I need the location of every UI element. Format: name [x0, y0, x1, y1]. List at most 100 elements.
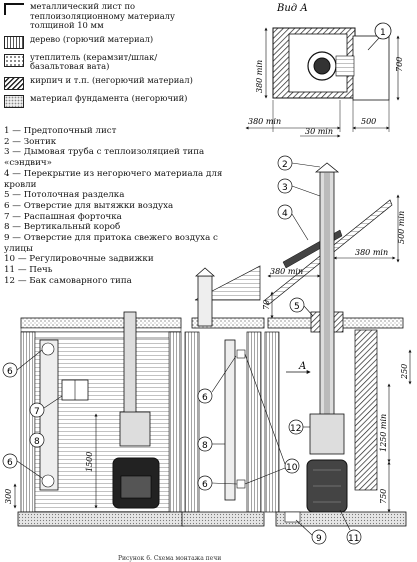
- callout-4: [277, 204, 293, 220]
- insulation-swatch: [4, 53, 24, 67]
- part-item: 1 — Предтопочный лист: [4, 126, 117, 136]
- callout-8: [29, 432, 45, 448]
- legend-item-wood: дерево (горючий материал): [4, 33, 209, 49]
- brick-swatch: [4, 76, 24, 90]
- part-item: 2 — Зонтик: [4, 136, 57, 147]
- callout-7: [29, 402, 45, 418]
- callout-9: [311, 529, 327, 545]
- vertical-duct: [39, 339, 59, 491]
- dim-500-right: 500 min: [397, 211, 406, 244]
- firebox-door: [335, 55, 355, 77]
- chimney-cap: [314, 162, 340, 173]
- tank-left: [119, 411, 151, 447]
- fresh-air-inlet: [284, 511, 301, 523]
- dim-380-top: 380 min: [355, 248, 388, 257]
- dim-70: 70: [262, 300, 271, 310]
- vent-bottom: [41, 474, 55, 488]
- metal-sheet-swatch: [4, 3, 24, 15]
- left-view: 1500 300 6 7 8 6: [2, 311, 185, 527]
- callout-label: 6: [7, 458, 13, 468]
- wall-right-view-left: [264, 331, 280, 513]
- callout-label: 11: [348, 534, 359, 544]
- view-a: Вид А 1 380 min 700 380 min 30 min 500: [245, 3, 404, 138]
- dim-30: 30 min: [305, 127, 333, 136]
- callout-label: 8: [34, 437, 40, 447]
- duct-through-roof: [197, 275, 213, 327]
- callout-label: 6: [202, 393, 208, 403]
- part-item: 9 — Отверстие для притока свежего воздух…: [4, 233, 218, 254]
- callout-1: [374, 22, 392, 40]
- callout-label: 12: [290, 424, 301, 434]
- callout-label: 3: [282, 183, 288, 193]
- part-item: 11 — Печь: [4, 265, 53, 276]
- callout-label: 10: [286, 463, 298, 473]
- dim-1250: 1250 min: [379, 414, 388, 452]
- legend-text: кирпич и т.п. (негорючий материал): [30, 74, 193, 85]
- foundation-left: [17, 511, 185, 527]
- dim-380-left: 380 min: [255, 60, 264, 93]
- foundation-middle: [181, 511, 265, 527]
- figure-caption: Рисунок 6. Схема монтажа печи: [118, 555, 222, 562]
- wall-right: [168, 331, 182, 513]
- ceiling-board: [20, 327, 182, 333]
- legend-text: дерево (горючий материал): [30, 33, 154, 44]
- callout-11: [346, 529, 362, 545]
- dim-500: 500: [361, 117, 376, 126]
- dim-380-mid: 380 min: [270, 267, 303, 276]
- wood-swatch: [4, 35, 24, 49]
- view-a-title: Вид А: [276, 3, 308, 14]
- callout-label: 7: [34, 407, 40, 417]
- part-item: 5 — Потолочная разделка: [4, 190, 125, 201]
- callout-label: 2: [282, 160, 288, 170]
- parts-list: 1 — Предтопочный лист 2 — Зонтик 3 — Дым…: [4, 126, 244, 287]
- chimney-left: [123, 311, 137, 417]
- dim-380-bottom: 380 min: [248, 117, 281, 126]
- vertical-duct-middle: [224, 339, 236, 501]
- arrow-label-a: A: [298, 361, 306, 372]
- callout-label: 9: [316, 534, 322, 544]
- legend-item-brick: кирпич и т.п. (негорючий материал): [4, 74, 209, 90]
- dim-300: 300: [4, 489, 13, 504]
- dim-750: 750: [379, 489, 388, 504]
- legend-item-insulation: утеплитель (керамзит/шлак/ базальтовая в…: [4, 52, 209, 72]
- part-item: 3 — Дымовая труба с теплоизоляцией типа …: [4, 147, 205, 169]
- callout-label: 1: [380, 28, 386, 38]
- part-item: 7 — Распашная форточка: [4, 211, 122, 222]
- pre-furnace-sheet: [352, 35, 390, 101]
- brick-shield: [354, 329, 378, 491]
- legend: металлический лист по теплоизоляционному…: [4, 1, 209, 112]
- legend-text: материал фундамента (негорючий): [30, 92, 188, 103]
- part-item: 6 — Отверстие для вытяжки воздуха: [4, 200, 174, 211]
- duct-cap: [194, 267, 216, 277]
- vent-top: [41, 342, 55, 356]
- wall-left: [20, 331, 36, 513]
- callout-label: 6: [7, 367, 13, 377]
- dim-250: 250: [400, 364, 409, 380]
- callout-label: 8: [202, 441, 208, 451]
- tank-right: [309, 413, 345, 455]
- legend-item-foundation: материал фундамента (негорючий): [4, 92, 209, 108]
- part-item: 12 — Бак самоварного типа: [4, 275, 132, 286]
- right-view: 500 min 380 min 380 min 70 250 1250 min …: [244, 155, 412, 545]
- part-item: 4 — Перекрытие из негорючего материала д…: [4, 168, 223, 190]
- legend-text: металлический лист по теплоизоляционному…: [30, 1, 175, 31]
- middle-view: 6 8 6: [181, 265, 265, 527]
- callout-label: 6: [202, 480, 208, 490]
- chimney-inner: [313, 57, 331, 75]
- ceiling-insulation: [20, 317, 182, 329]
- callout-5: [289, 297, 305, 313]
- dim-700: 700: [395, 57, 404, 72]
- stove-door: [120, 475, 152, 499]
- foundation-swatch: [4, 94, 24, 108]
- ceiling-middle: [191, 317, 265, 329]
- wall-middle-left: [184, 331, 200, 513]
- dim-1500: 1500: [85, 452, 94, 472]
- part-item: 10 — Регулировочные задвижки: [4, 254, 154, 265]
- callout-label: 5: [294, 302, 300, 312]
- wall-middle-right: [246, 331, 262, 513]
- callout-10: [284, 458, 300, 474]
- legend-item-metal: металлический лист по теплоизоляционному…: [4, 1, 209, 31]
- callout-6-mid-top: [197, 388, 213, 404]
- callout-label: 4: [282, 209, 288, 219]
